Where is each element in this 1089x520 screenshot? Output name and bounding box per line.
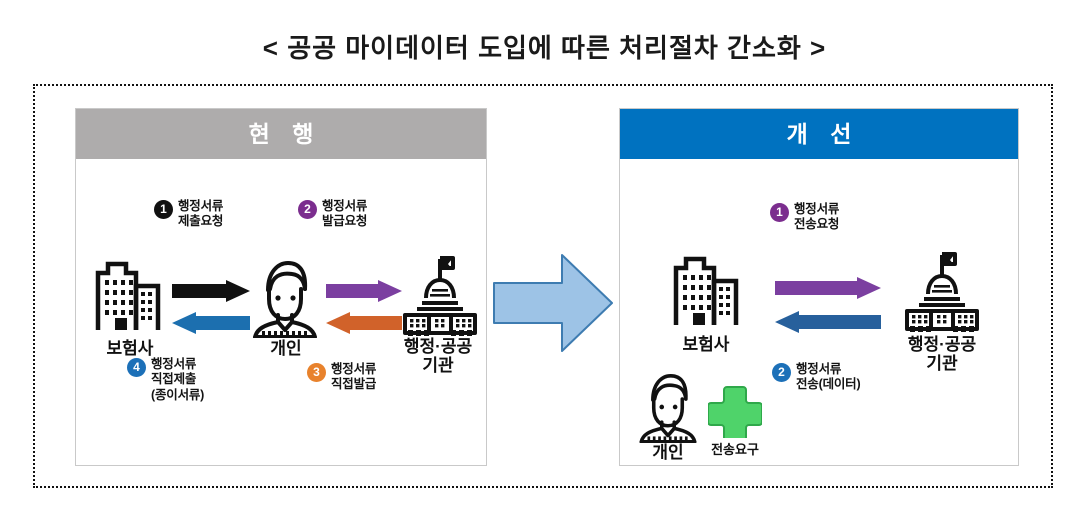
- right-block-arrow-icon: [492, 253, 614, 353]
- node-label-insurer-current: 보험사: [106, 339, 154, 358]
- step-badge-3-current: 3: [307, 363, 326, 382]
- panel-improved-header: 개 선: [620, 109, 1018, 159]
- office-building-icon: [90, 256, 166, 339]
- panel-current: 현 행 1 행정서류 제출요청 2 행정서류 발급요청: [75, 108, 487, 466]
- page-title: < 공공 마이데이터 도입에 따른 처리절차 간소화 >: [262, 33, 827, 63]
- step-badge-1-improved: 1: [770, 203, 789, 222]
- step-callout-2-current: 2 행정서류 발급요청: [298, 199, 367, 230]
- step-callout-1-current: 1 행정서류 제출요청: [154, 199, 223, 230]
- panel-current-header: 현 행: [76, 109, 486, 159]
- node-label-agency-improved: 행정·공공 기관: [907, 335, 977, 374]
- step-callout-2-improved: 2 행정서류 전송(데이터): [772, 362, 861, 393]
- government-building-icon: [399, 251, 481, 342]
- office-building-icon: [668, 251, 744, 334]
- step-badge-2-current: 2: [298, 200, 317, 219]
- step-badge-1-current: 1: [154, 200, 173, 219]
- step-text-1-current: 행정서류 제출요청: [178, 199, 224, 229]
- node-label-agency-current: 행정·공공 기관: [403, 337, 473, 376]
- node-label-individual-current: 개인: [270, 339, 302, 358]
- step-text-1-improved: 행정서류 전송요청: [794, 202, 840, 232]
- step-text-2-improved: 행정서류 전송(데이터): [796, 362, 861, 392]
- government-building-icon: [901, 247, 983, 338]
- step-callout-4-current: 4 행정서류 직접제출 (종이서류): [127, 357, 204, 403]
- green-plus-icon: [707, 384, 763, 443]
- arrow-request-submit-icon: [172, 280, 250, 307]
- step-badge-2-improved: 2: [772, 363, 791, 382]
- panel-current-body: 1 행정서류 제출요청 2 행정서류 발급요청: [76, 159, 486, 466]
- node-label-individual-improved: 개인: [652, 443, 684, 462]
- step-text-4-current: 행정서류 직접제출 (종이서류): [151, 357, 205, 402]
- arrow-transfer-request-icon: [775, 277, 881, 304]
- step-callout-3-current: 3 행정서류 직접발급: [307, 362, 376, 393]
- arrow-issue-request-icon: [326, 280, 402, 307]
- person-avatar-icon: [635, 371, 701, 448]
- arrow-direct-issue-icon: [326, 312, 402, 339]
- step-badge-4-current: 4: [127, 358, 146, 377]
- panel-improved-body: 1 행정서류 전송요청: [620, 159, 1018, 466]
- arrow-transfer-data-icon: [775, 311, 881, 338]
- step-text-2-current: 행정서류 발급요청: [322, 199, 368, 229]
- step-text-3-current: 행정서류 직접발급: [331, 362, 377, 392]
- arrow-paper-submit-icon: [172, 312, 250, 339]
- step-callout-1-improved: 1 행정서류 전송요청: [770, 202, 839, 233]
- plus-caption-transfer-demand: 전송요구: [711, 442, 759, 457]
- person-avatar-icon: [248, 258, 322, 343]
- node-label-insurer-improved: 보험사: [682, 335, 730, 354]
- panel-improved: 개 선 1 행정서류 전송요청: [619, 108, 1019, 466]
